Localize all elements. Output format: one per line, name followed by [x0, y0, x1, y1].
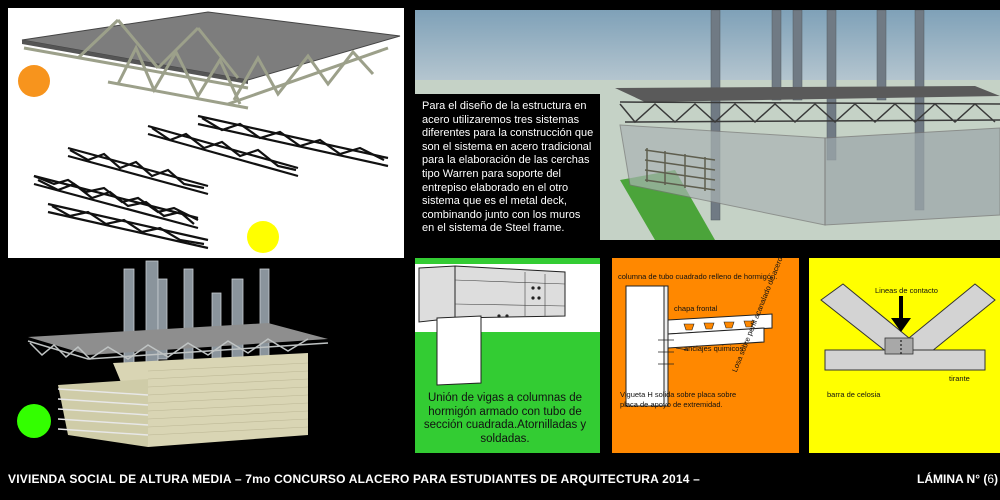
node-detail-drawing	[820, 283, 996, 371]
footer-title: VIVIENDA SOCIAL DE ALTURA MEDIA – 7mo CO…	[8, 472, 700, 486]
label-anchors: anclajes quimicos	[684, 344, 744, 353]
truss-render-drawing	[18, 11, 401, 253]
label-column: columna de tubo cuadrado relleno de horm…	[618, 272, 778, 281]
sheet-close: )	[994, 472, 999, 486]
green-panel-caption: Unión de vigas a columnas de hormigón ar…	[423, 392, 587, 445]
marker-orange-icon	[18, 65, 50, 97]
yellow-node-panel: Lineas de contacto tirante barra de celo…	[809, 258, 1000, 453]
marker-green-icon	[17, 404, 51, 438]
connection-detail-drawing	[415, 264, 600, 386]
truss-render-panel	[8, 8, 404, 258]
building-model-panel	[8, 259, 404, 455]
label-chord: barra de celosia	[827, 390, 881, 399]
sheet-number: LÁMINA N° (6)	[917, 472, 998, 486]
sheet-label: LÁMINA N° (	[917, 472, 988, 486]
label-joist: Vigueta H solida sobre placa sobre placa…	[620, 390, 737, 409]
building-model-drawing	[17, 260, 329, 447]
label-plate: chapa frontal	[674, 304, 718, 313]
sheet-number-value: 6	[987, 472, 995, 486]
marker-yellow-icon	[247, 221, 279, 253]
green-connection-panel: Unión de vigas a columnas de hormigón ar…	[415, 258, 600, 453]
orange-column-panel: columna de tubo cuadrado relleno de horm…	[612, 254, 799, 453]
label-tie: tirante	[949, 374, 970, 383]
column-detail-drawing	[625, 285, 773, 407]
footer-bar: VIVIENDA SOCIAL DE ALTURA MEDIA – 7mo CO…	[0, 458, 1000, 500]
description-text: Para el diseño de la estructura en acero…	[422, 100, 594, 235]
label-contact: Lineas de contacto	[875, 286, 938, 295]
description-box: Para el diseño de la estructura en acero…	[414, 94, 600, 244]
